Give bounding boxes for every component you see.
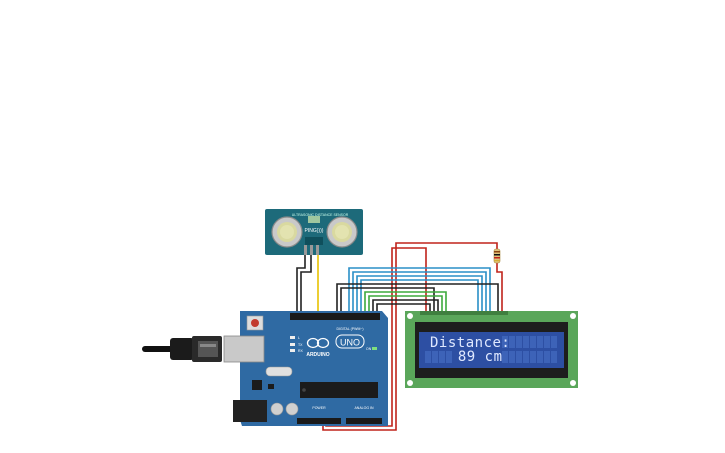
digital-label: DIGITAL (PWM~) bbox=[336, 327, 363, 331]
wire-data-3[interactable] bbox=[356, 275, 483, 318]
arduino-model: UNO bbox=[340, 338, 360, 348]
arduino-uno-board[interactable]: L TX RX ON ARDUINO UNO DIGITAL (PWM~) PO… bbox=[142, 311, 388, 426]
led-on bbox=[372, 347, 377, 350]
arduino-brand: ARDUINO bbox=[306, 352, 329, 358]
lcd-module[interactable] bbox=[405, 311, 578, 388]
wire-sensor-gnd[interactable] bbox=[296, 255, 306, 318]
sensor-transducer-left bbox=[271, 216, 303, 248]
wire-sensor-vcc[interactable] bbox=[300, 255, 312, 318]
sensor-label: PING)))) bbox=[305, 228, 324, 234]
label-l: L bbox=[298, 336, 300, 340]
crystal-oscillator bbox=[265, 366, 293, 377]
power-label: POWER bbox=[312, 406, 326, 410]
lcd-pin-row[interactable] bbox=[420, 311, 508, 315]
resistor[interactable] bbox=[493, 248, 501, 264]
wire-data-1[interactable] bbox=[348, 267, 491, 318]
sensor-transducer-right bbox=[326, 216, 358, 248]
arduino-logo: ARDUINO UNO bbox=[306, 334, 365, 358]
led-tx bbox=[290, 343, 295, 346]
wires bbox=[296, 242, 503, 431]
label-on: ON bbox=[366, 347, 372, 351]
led-rx bbox=[290, 349, 295, 352]
sensor-crystal bbox=[308, 216, 320, 223]
usb-cable[interactable] bbox=[142, 336, 222, 362]
sensor-pin-gnd[interactable] bbox=[304, 245, 307, 255]
power-header[interactable] bbox=[297, 418, 341, 424]
wire-gnd-1[interactable] bbox=[336, 283, 499, 318]
wire-data-4[interactable] bbox=[360, 279, 479, 318]
analog-header[interactable] bbox=[346, 418, 382, 424]
capacitor-2 bbox=[285, 402, 299, 416]
wire-resistor-lead[interactable] bbox=[496, 262, 503, 313]
analog-label: ANALOG IN bbox=[354, 406, 374, 410]
usb-port bbox=[223, 335, 265, 363]
lcd-char-cells bbox=[425, 336, 557, 363]
reset-button[interactable] bbox=[246, 315, 264, 331]
label-rx: RX bbox=[298, 349, 304, 353]
wire-data-2[interactable] bbox=[352, 271, 487, 318]
atmega-chip bbox=[300, 382, 378, 398]
capacitor-1 bbox=[270, 402, 284, 416]
wire-power-5v[interactable] bbox=[322, 242, 498, 431]
sensor-title: ULTRASONIC DISTANCE SENSOR bbox=[292, 213, 349, 217]
label-tx: TX bbox=[298, 343, 303, 347]
sensor-pin-vcc[interactable] bbox=[310, 245, 313, 255]
ultrasonic-sensor[interactable]: ULTRASONIC DISTANCE SENSOR PING)))) bbox=[265, 209, 363, 255]
sensor-pin-sig[interactable] bbox=[316, 245, 319, 255]
wire-en[interactable] bbox=[368, 295, 443, 318]
digital-header[interactable] bbox=[290, 313, 380, 320]
power-jack bbox=[233, 400, 267, 422]
wire-rs[interactable] bbox=[364, 291, 447, 318]
led-l bbox=[290, 336, 295, 339]
lcd-line-1: Distance: bbox=[430, 335, 511, 351]
lcd-line-2: 89 cm bbox=[440, 349, 503, 365]
wire-ctrl[interactable] bbox=[372, 299, 439, 318]
